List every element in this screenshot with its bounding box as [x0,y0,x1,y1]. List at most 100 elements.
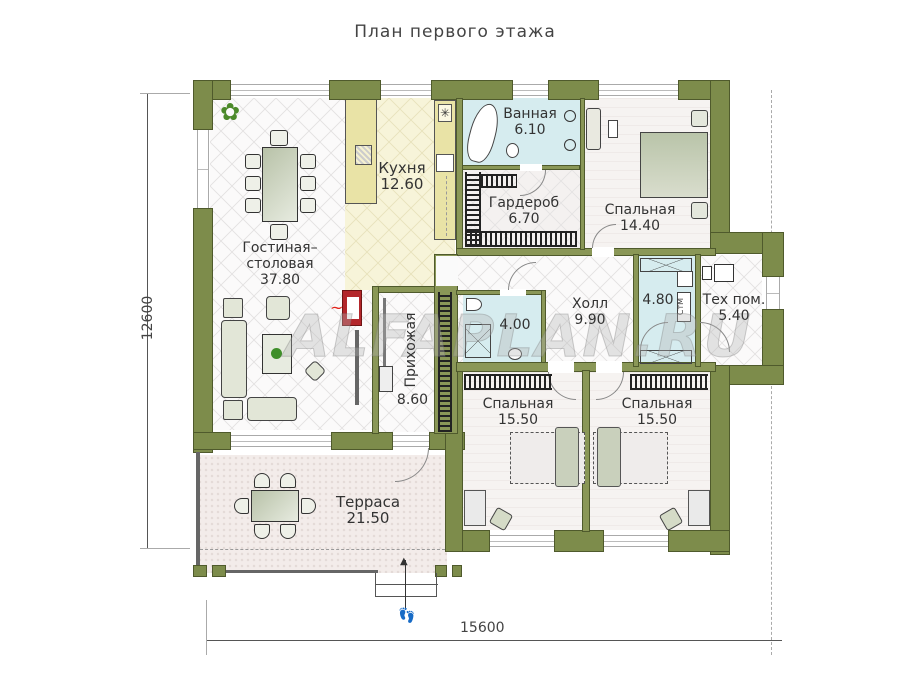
sofa [221,320,247,398]
door-wc[interactable] [500,289,526,296]
door-bedroom-right[interactable] [596,361,622,373]
flame-icon: ~ [330,298,344,317]
room-area: 14.40 [619,218,661,234]
dresser [586,108,601,150]
room-area: 15.50 [636,412,678,428]
room-name: столовая [246,256,314,272]
terrace-chair [280,473,296,488]
toilet-icon [466,298,482,311]
window [490,535,554,547]
window [604,535,668,547]
room-area: 21.50 [346,509,390,527]
terrace-roof-line [200,549,445,550]
room-area: 9.90 [574,312,606,328]
window [599,84,678,96]
wardrobe-closet [465,231,577,247]
door-wardrobe[interactable] [520,164,542,171]
wall [633,254,639,367]
shower-icon [465,324,491,358]
terrace-chair [280,524,296,539]
room-area: 4.00 [499,317,531,333]
sofa [247,397,297,421]
room-area: 5.40 [718,308,750,324]
plan-title: План первого этажа [354,22,556,42]
room-label-wc: 4.00 [490,317,540,333]
room-name: Гостиная– [242,240,318,256]
terrace-post [452,565,462,577]
laundry-shelf-top [640,258,692,272]
coffee-table [262,334,292,374]
door-entry-hall[interactable] [436,256,458,286]
wall [193,432,231,450]
wall [668,530,730,552]
terrace-steps[interactable] [375,573,438,597]
room-label-laundry: 4.80 [638,292,678,308]
width-label: 15600 [460,620,505,636]
room-label-wardrobe: Гардероб 6.70 [484,195,564,227]
room-name: Спальная [604,202,676,218]
laundry-shelf-bottom [640,350,692,364]
door-bedroom-left[interactable] [548,361,574,373]
kitchen-upper-cabinet-line [446,176,447,236]
dining-chair [245,198,261,213]
room-label-bath: Ванная 6.10 [500,106,560,138]
toilet-icon [506,143,519,158]
room-label-living: Гостиная– столовая 37.80 [225,240,335,288]
fireplace-icon [342,290,362,326]
wall [456,248,716,256]
wall [554,530,604,552]
room-name: Холл [571,296,609,312]
entry-door-opening[interactable] [393,435,429,447]
armchair-corner [223,298,243,318]
wall [431,80,513,100]
nightstand [691,202,708,219]
room-label-bedroom-left: Спальная 15.50 [478,396,558,428]
sink-icon [564,110,576,122]
boiler-icon [714,264,734,282]
nightstand [691,110,708,127]
room-name: Тех пом. [702,292,766,308]
wall [695,254,701,367]
boiler-icon [702,266,712,280]
door-bedroom-main[interactable] [592,247,614,257]
tv-stand [355,330,359,405]
watermark: ALFAPLAN.RU [285,302,753,371]
shoe-rack [383,298,386,368]
wall [193,80,213,130]
entry-arrow-icon [405,560,406,608]
dining-chair [300,154,316,169]
dining-chair [245,154,261,169]
room-area: 6.10 [514,122,546,138]
dining-chair [270,224,288,240]
room-label-hall: Холл 9.90 [560,296,620,328]
wall [762,232,784,277]
entry-arrow-head-icon: ▲ [400,556,408,567]
dining-chair [270,130,288,146]
room-name: Кухня [378,159,426,177]
armchair-corner [223,400,243,420]
terrace-chair [301,498,316,514]
window [231,435,331,447]
room-area: 12.60 [380,175,424,193]
window [513,84,548,96]
sink-icon [508,348,522,360]
terrace-chair [254,524,270,539]
dining-chair [300,176,316,191]
room-label-bedroom-main: Спальная 14.40 [600,202,680,234]
tv-unit [608,120,618,138]
window [766,277,780,309]
room-area-entry: 8.60 [390,392,435,408]
room-name: Ванная [503,106,557,122]
room-name: Спальная [482,396,554,412]
nightstand [555,427,579,487]
room-label-entry: Прихожая [403,310,419,390]
window [197,130,209,208]
plant-icon: ✿ [220,98,241,126]
sink-icon [436,154,454,172]
stove-icon [355,145,372,165]
room-area: 8.60 [396,392,429,408]
room-area: 15.50 [497,412,539,428]
wall [331,432,393,450]
wardrobe-closet [630,374,708,390]
wardrobe-closet [438,292,452,432]
